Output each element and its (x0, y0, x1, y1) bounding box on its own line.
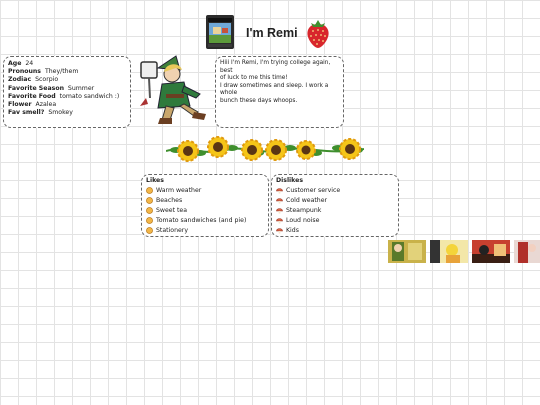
sunflower-divider (165, 136, 365, 164)
bullet-icon (146, 227, 153, 235)
bio-box: Hiii I'm Remi, I'm trying college again,… (215, 56, 344, 128)
profile-row-season: Favorite Season Summer (8, 84, 95, 92)
mushroom-icon (276, 218, 283, 224)
strawberry-icon (303, 17, 333, 49)
mushroom-icon (276, 187, 283, 194)
bullet-icon (146, 196, 153, 204)
profile-row-pronouns: Pronouns They/them (8, 68, 79, 76)
mushroom-icon (276, 198, 283, 204)
thumbnail-image[interactable] (430, 240, 468, 263)
bullet-icon (146, 186, 153, 194)
thumbnail-image[interactable] (514, 240, 540, 263)
mushroom-icon (276, 228, 283, 234)
profile-row-flower: Flower Azalea (8, 101, 57, 109)
profile-row-food: Favorite Food tomato sandwich :) (8, 92, 120, 100)
list-item: Sweet tea (146, 205, 264, 215)
list-item: Loud noise (276, 216, 394, 226)
game-cartridge-icon (205, 14, 235, 50)
bio-line: of luck to me this time! (220, 75, 288, 82)
bio-line: I draw sometimes and sleep. I work a who… (220, 82, 329, 97)
dislikes-box: Dislikes Customer service Cold weather S… (271, 174, 399, 237)
thumbnail-image[interactable] (388, 240, 426, 263)
character-illustration (136, 54, 216, 130)
list-item: Tomato sandwiches (and pie) (146, 216, 264, 226)
list-item: Customer service (276, 185, 394, 195)
list-item: Steampunk (276, 205, 394, 215)
list-item: Cold weather (276, 195, 394, 205)
profile-row-age: Age 24 (8, 60, 34, 67)
list-item: Beaches (146, 195, 264, 205)
bullet-icon (146, 217, 153, 225)
bullet-icon (146, 207, 153, 214)
bio-line: Hiii I'm Remi, I'm trying college again,… (220, 60, 331, 74)
bio-line: bunch these days whoops. (220, 97, 298, 104)
page-title: I'm Remi (246, 26, 298, 40)
profile-row-zodiac: Zodiac Scorpio (8, 76, 59, 84)
profile-row-smell: Fav smell? Smokey (8, 109, 73, 117)
list-item: Kids (276, 226, 394, 236)
mushroom-icon (276, 208, 283, 214)
list-item: Warm weather (146, 185, 264, 195)
profile-info-box: Age 24 Pronouns They/them Zodiac Scorpio… (3, 56, 131, 128)
likes-box: Likes Warm weather Beaches Sweet tea Tom… (141, 174, 269, 237)
dislikes-heading: Dislikes (276, 177, 304, 184)
thumbnail-image[interactable] (472, 240, 510, 263)
likes-heading: Likes (146, 177, 164, 184)
list-item: Stationery (146, 226, 264, 236)
